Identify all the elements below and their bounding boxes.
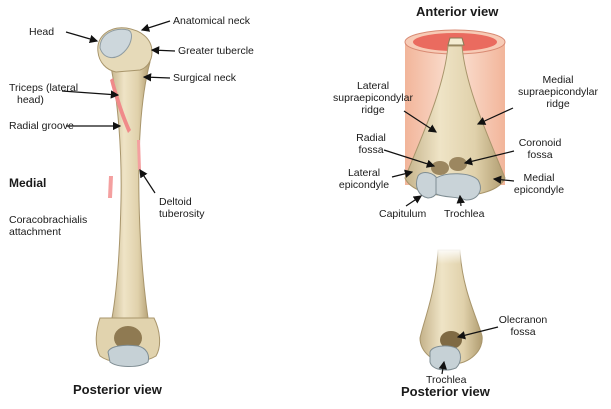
label-trochlea-anterior: Trochlea (444, 208, 485, 220)
label-deltoid-tuberosity: Deltoid tuberosity (159, 196, 205, 220)
label-radial-fossa: Radial fossa (356, 132, 386, 156)
label-greater-tubercle: Greater tubercle (178, 45, 254, 57)
radial-fossa-shape (431, 161, 449, 175)
left-leader-lines (61, 20, 176, 194)
posterior-humerus-bone (95, 27, 161, 367)
olecranon-fossa-left (114, 326, 142, 350)
capitulum-shape (415, 172, 439, 199)
trochlea-posterior-shape (429, 345, 461, 371)
anterior-humerus-distal (404, 29, 506, 201)
label-medial-supraepicondylar-ridge: Medial supraepicondylar ridge (518, 74, 598, 110)
label-anatomical-neck: Anatomical neck (173, 15, 251, 27)
coracobrachialis-attachment (108, 176, 113, 198)
trochlea-left (107, 344, 149, 367)
humeral-head (99, 28, 132, 58)
label-radial-groove: Radial groove (9, 120, 74, 132)
label-triceps-lateral-head: Triceps (lateral head) (9, 82, 79, 106)
label-lateral-epicondyle: Lateral epicondyle (338, 167, 390, 191)
olecranon-fossa-shape (440, 331, 462, 349)
label-medial: Medial (9, 176, 47, 190)
label-medial-epicondyle: Medial epicondyle (513, 172, 565, 196)
trochlea-anterior-shape (435, 173, 481, 201)
title-anterior-view: Anterior view (416, 4, 499, 19)
label-coracobrachialis-attachment: Coracobrachialis attachment (9, 214, 88, 238)
title-posterior-view-right: Posterior view (401, 384, 490, 399)
deltoid-tuberosity-mark (137, 140, 141, 170)
label-surgical-neck: Surgical neck (173, 72, 237, 84)
label-capitulum: Capitulum (379, 208, 427, 220)
label-trochlea-posterior: Trochlea (426, 374, 467, 386)
label-coronoid-fossa: Coronoid fossa (518, 137, 562, 161)
title-posterior-view-left: Posterior view (73, 382, 162, 397)
coronoid-fossa-shape (449, 157, 467, 171)
right-leader-lines (383, 107, 515, 375)
label-lateral-supraepicondylar-ridge: Lateral supraepicondylar ridge (333, 80, 413, 116)
label-head: Head (29, 26, 55, 38)
label-olecranon-fossa: Olecranon fossa (498, 314, 548, 338)
posterior-humerus-distal (419, 248, 483, 371)
